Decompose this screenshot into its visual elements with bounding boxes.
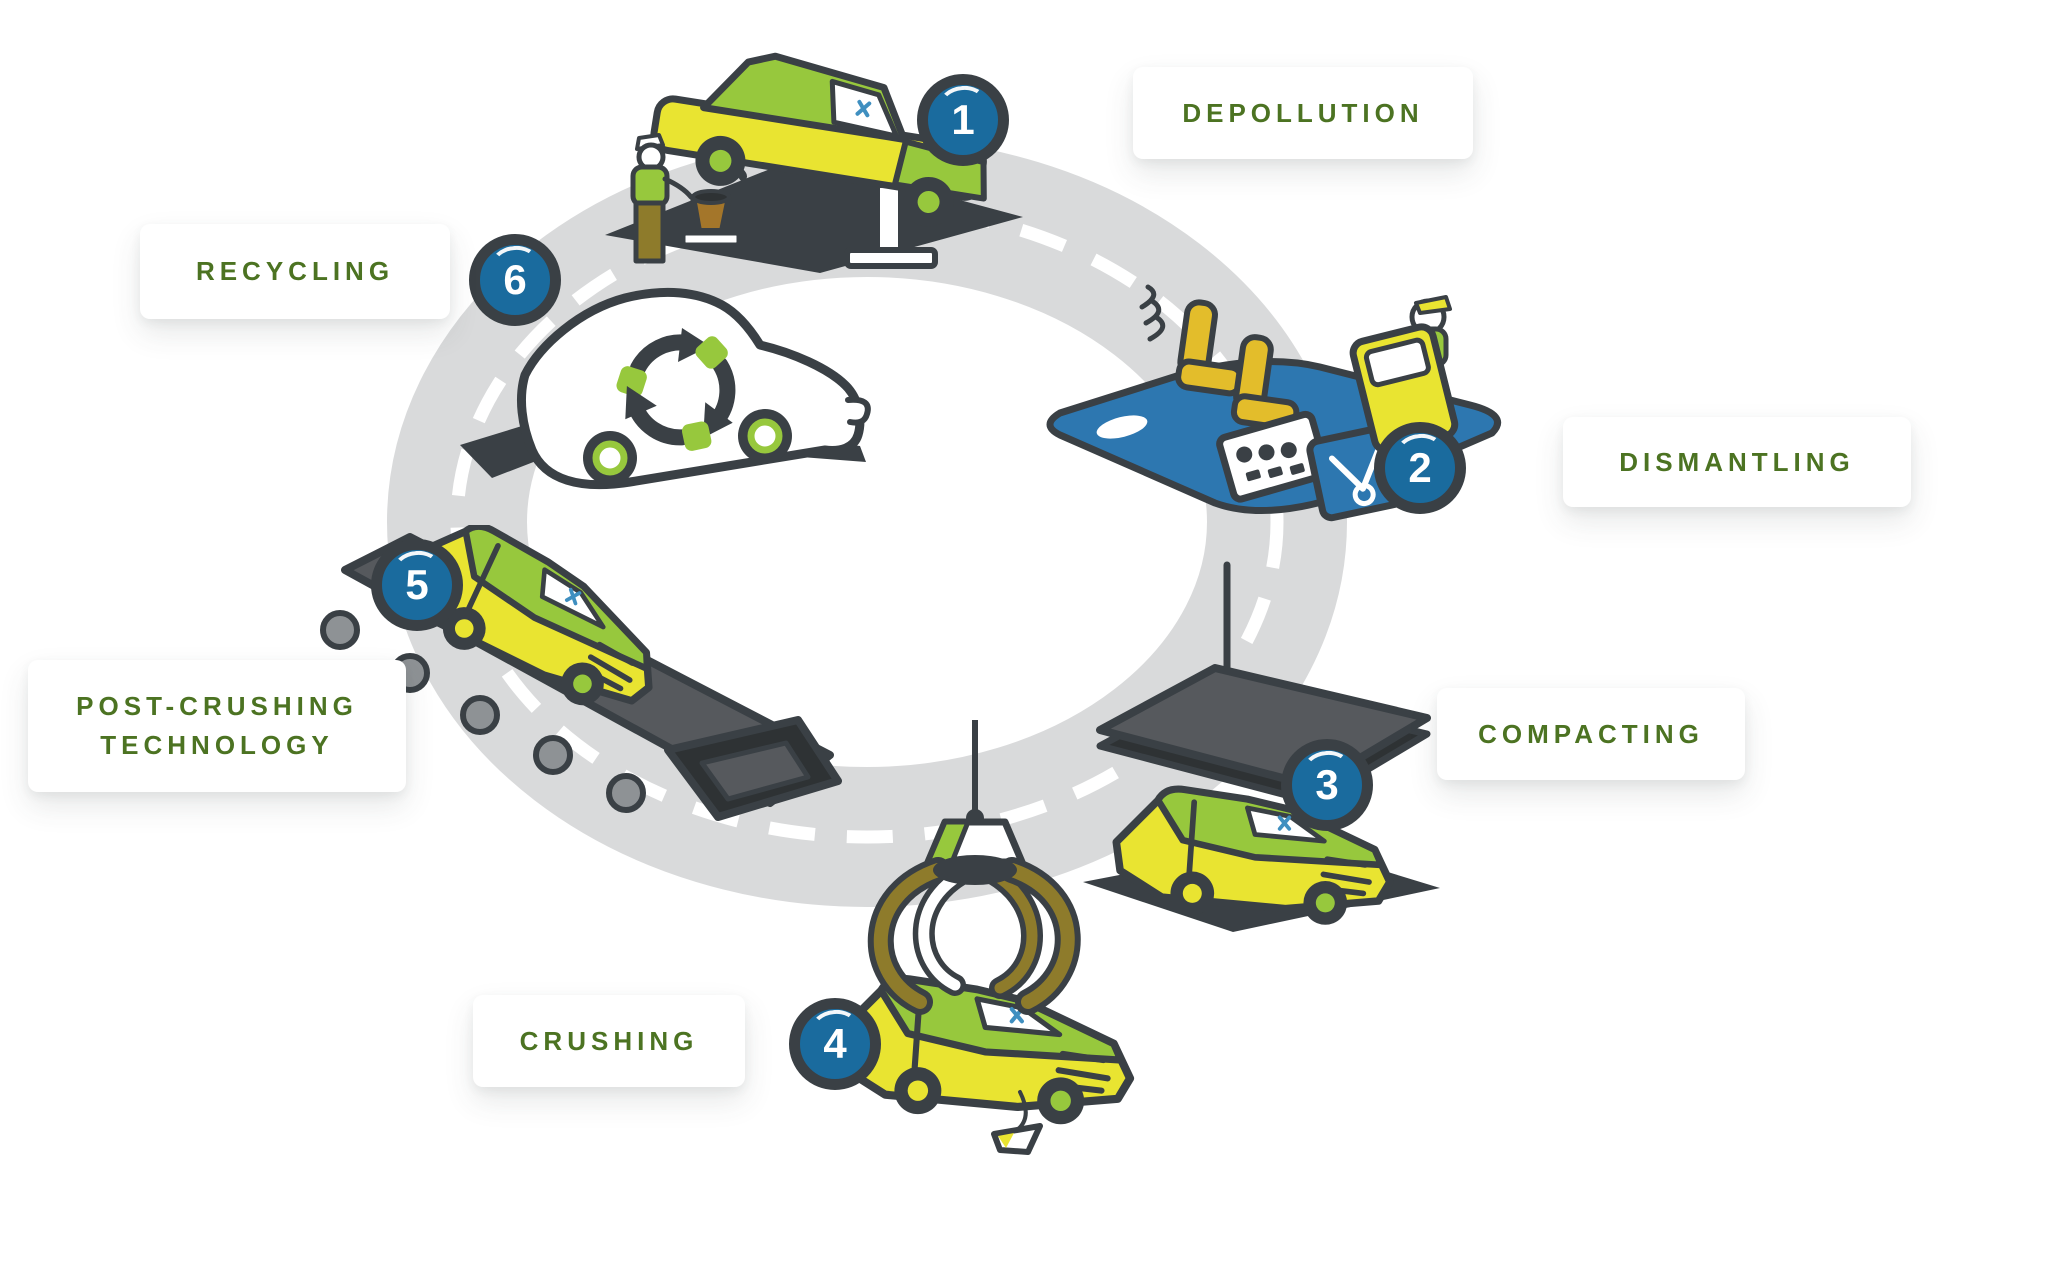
oil-bucket (680, 189, 742, 248)
spring-part (1139, 284, 1166, 342)
label-card-recycling: RECYCLING (140, 224, 450, 319)
dismantling-illustration (1046, 284, 1501, 522)
label-card-compacting: COMPACTING (1437, 688, 1745, 780)
worker-draining-oil (630, 133, 694, 264)
step-badge-2: 2 (1374, 422, 1466, 514)
depollution-illustration (605, 52, 1023, 273)
lifted-car (650, 52, 987, 227)
car-seats (1175, 299, 1300, 432)
label-card-dismantling: DISMANTLING (1563, 417, 1911, 507)
label-card-depollution: DEPOLLUTION (1133, 67, 1473, 159)
step-badge-3: 3 (1281, 739, 1373, 831)
recycled-car-outline (516, 287, 865, 490)
collection-chute (664, 716, 842, 821)
step-badge-4: 4 (789, 998, 881, 1090)
falling-part (991, 1123, 1043, 1155)
grabber-claw (867, 809, 1081, 1015)
step-number: 3 (1315, 761, 1339, 808)
oil-drops (738, 169, 757, 200)
step-label: CRUSHING (519, 1025, 699, 1056)
step-label: DISMANTLING (1619, 446, 1855, 477)
step-number: 2 (1408, 444, 1432, 491)
label-card-crushing: CRUSHING (473, 995, 745, 1087)
step-number: 1 (951, 96, 975, 143)
step-label: POST-CRUSHING TECHNOLOGY (76, 691, 358, 760)
step-number: 4 (823, 1020, 847, 1067)
step-badge-5: 5 (371, 539, 463, 631)
crushing-illustration (770, 720, 1190, 1155)
step-number: 5 (405, 561, 429, 608)
road-dashed-line (450, 200, 1284, 844)
post-crushing-illustration (320, 525, 842, 821)
step-badge-6: 6 (469, 234, 561, 326)
recycling-illustration (460, 287, 871, 490)
step-label: RECYCLING (195, 256, 395, 286)
recycle-arrows-icon (616, 328, 736, 451)
car-lift (874, 182, 904, 258)
label-card-post-crushing: POST-CRUSHING TECHNOLOGY (28, 660, 406, 792)
step-label: COMPACTING (1478, 718, 1704, 749)
step-badge-1: 1 (917, 74, 1009, 166)
step-label: DEPOLLUTION (1182, 97, 1424, 128)
step-number: 6 (503, 256, 527, 303)
